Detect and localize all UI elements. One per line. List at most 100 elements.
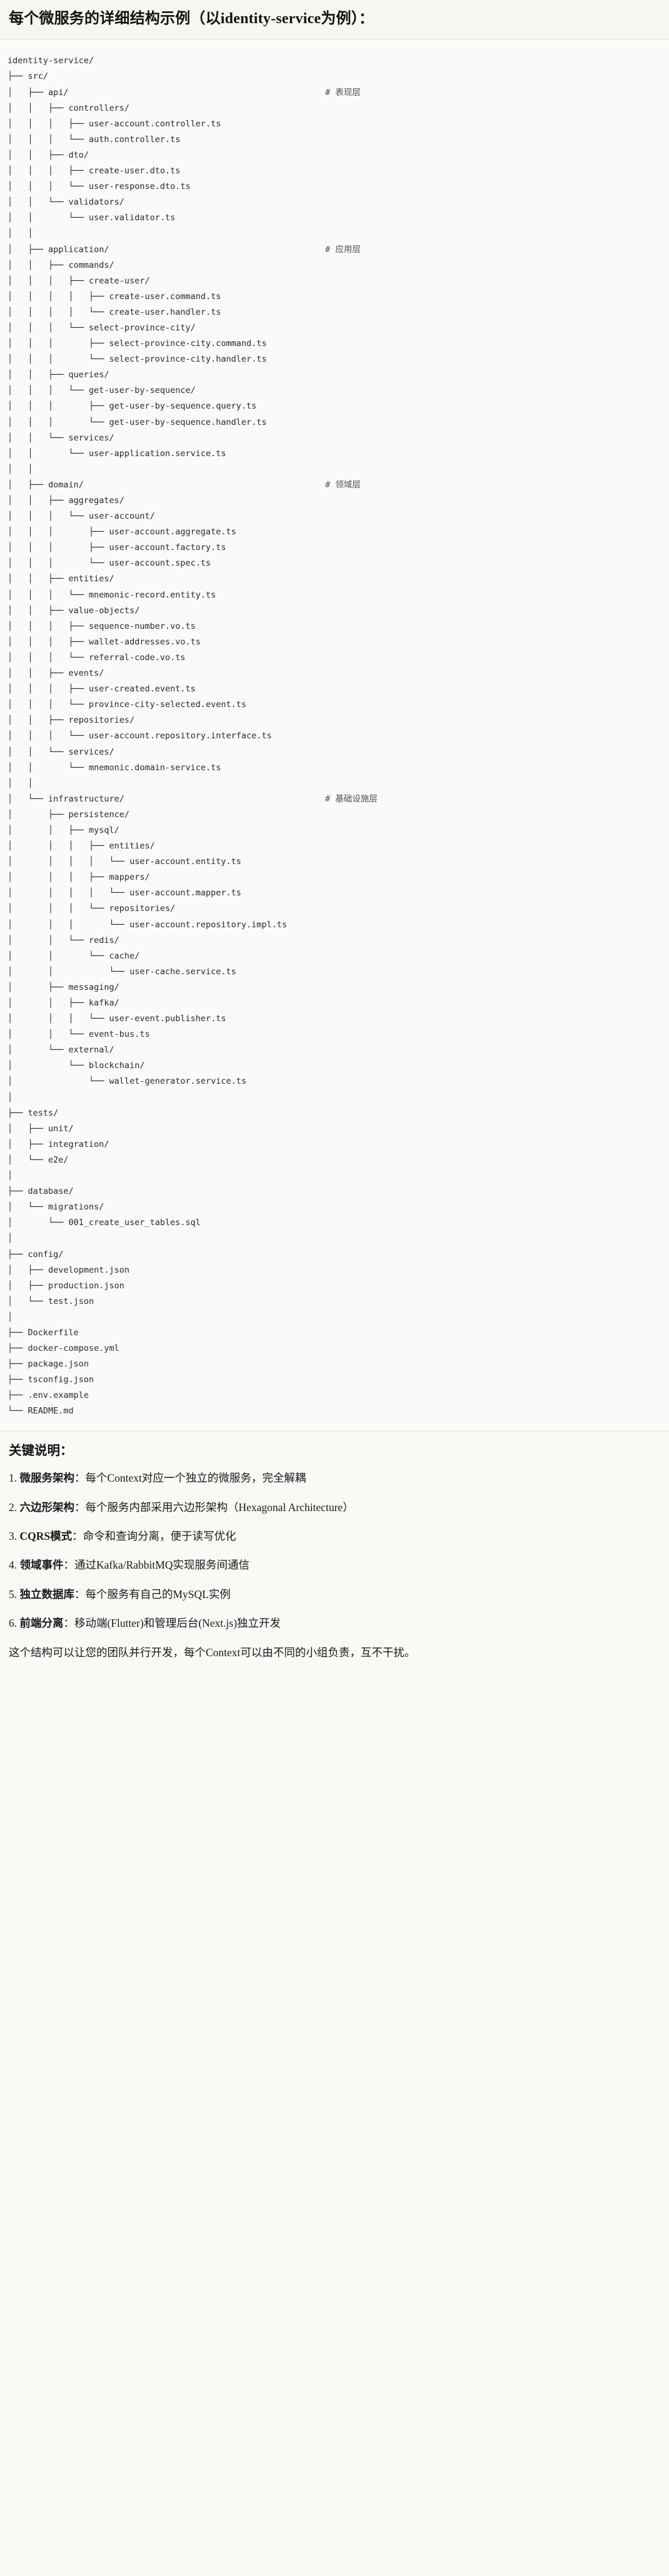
tree-line: │ ├── domain/# 领域层 xyxy=(8,477,661,493)
tree-line-path: │ │ │ └── user-account.spec.ts xyxy=(8,558,211,569)
tree-line-path: │ │ ├── entities/ xyxy=(8,574,114,584)
tree-line: │ │ │ └── repositories/ xyxy=(8,901,661,917)
tree-line-path: │ │ └── services/ xyxy=(8,746,114,757)
tree-line-path: │ │ │ ├── create-user/ xyxy=(8,275,150,286)
tree-line: │ ├── production.json xyxy=(8,1278,661,1294)
tree-line: │ │ └── redis/ xyxy=(8,933,661,949)
tree-line: │ │ └── cache/ xyxy=(8,949,661,964)
tree-line: │ │ ├── value-objects/ xyxy=(8,603,661,619)
tree-line-path: │ ├── persistence/ xyxy=(8,809,130,820)
tree-line-path: │ xyxy=(8,1092,13,1102)
tree-line: │ │ │ └── user-account/ xyxy=(8,509,661,524)
tree-line-path: │ │ │ │ └── user-account.mapper.ts xyxy=(8,888,241,899)
tree-line: │ │ │ └── select-province-city.handler.t… xyxy=(8,352,661,367)
key-note-text: ：通过Kafka/RabbitMQ实现服务间通信 xyxy=(63,1559,249,1572)
key-note-item: 4. 领域事件：通过Kafka/RabbitMQ实现服务间通信 xyxy=(9,1557,660,1573)
tree-line-path: │ ├── api/ xyxy=(8,87,69,98)
tree-line-path: │ │ xyxy=(8,778,33,788)
tree-line-path: │ │ │ │ ├── create-user.command.ts xyxy=(8,291,221,302)
tree-line: │ │ │ ├── entities/ xyxy=(8,838,661,854)
tree-line-comment: # 基础设施层 xyxy=(325,793,378,804)
tree-line: │ │ │ └── province-city-selected.event.t… xyxy=(8,697,661,713)
tree-line-path: │ │ ├── queries/ xyxy=(8,370,109,380)
tree-line: ├── .env.example xyxy=(8,1388,661,1403)
tree-line-path: │ └── blockchain/ xyxy=(8,1061,145,1071)
key-note-text: ：命令和查询分离，便于读写优化 xyxy=(72,1529,236,1542)
key-note-number: 4. xyxy=(9,1559,20,1572)
tree-line: │ │ └── services/ xyxy=(8,745,661,760)
tree-line-path: │ │ ├── kafka/ xyxy=(8,998,119,1009)
tree-line: ├── database/ xyxy=(8,1184,661,1199)
tree-line-path: ├── .env.example xyxy=(8,1390,89,1401)
key-note-item: 1. 微服务架构：每个Context对应一个独立的微服务，完全解耦 xyxy=(9,1470,660,1486)
tree-line: │ │ │ ├── sequence-number.vo.ts xyxy=(8,619,661,634)
tree-line-path: │ │ ├── aggregates/ xyxy=(8,496,124,506)
tree-line: │ │ │ └── user-account.repository.impl.t… xyxy=(8,917,661,933)
tree-line-path: ├── database/ xyxy=(8,1186,74,1197)
tree-line-path: │ │ └── validators/ xyxy=(8,197,124,208)
tree-line: │ └── wallet-generator.service.ts xyxy=(8,1074,661,1089)
tree-line: │ │ │ │ └── user-account.entity.ts xyxy=(8,854,661,870)
tree-line: │ │ │ └── user-response.dto.ts xyxy=(8,179,661,195)
key-note-number: 5. xyxy=(9,1587,20,1601)
tree-line-path: │ └── test.json xyxy=(8,1296,94,1306)
tree-line: │ │ └── validators/ xyxy=(8,195,661,210)
tree-line: │ ├── application/# 应用层 xyxy=(8,242,661,258)
tree-line-path: │ └── migrations/ xyxy=(8,1202,104,1213)
tree-line: │ │ │ │ └── create-user.handler.ts xyxy=(8,305,661,320)
tree-line: ├── docker-compose.yml xyxy=(8,1341,661,1357)
tree-line-path: ├── tsconfig.json xyxy=(8,1375,94,1385)
tree-line-path: ├── tests/ xyxy=(8,1107,59,1118)
tree-line: │ │ │ ├── wallet-addresses.vo.ts xyxy=(8,634,661,650)
tree-line-path: │ │ │ └── referral-code.vo.ts xyxy=(8,652,186,663)
key-note-label: CQRS模式 xyxy=(19,1529,73,1542)
tree-line: │ │ │ ├── mappers/ xyxy=(8,870,661,885)
tree-line-path: │ └── external/ xyxy=(8,1045,114,1056)
tree-line-path: │ │ └── redis/ xyxy=(8,935,119,945)
tree-line-path: │ │ └── user-cache.service.ts xyxy=(8,966,236,977)
tree-line: │ │ └── services/ xyxy=(8,430,661,446)
tree-line: │ │ └── user.validator.ts xyxy=(8,210,661,226)
tree-line-path: ├── package.json xyxy=(8,1359,89,1370)
tree-line-path: │ ├── messaging/ xyxy=(8,982,119,992)
tree-line-path: │ │ │ └── select-province-city.handler.t… xyxy=(8,354,267,365)
tree-line: ├── tests/ xyxy=(8,1106,661,1121)
tree-line-path: │ │ └── user-application.service.ts xyxy=(8,448,226,459)
tree-line-path: │ │ └── event-bus.ts xyxy=(8,1029,150,1040)
tree-line-path: │ │ ├── value-objects/ xyxy=(8,605,140,616)
tree-line-path: │ │ │ ├── entities/ xyxy=(8,841,155,852)
tree-line-path: │ │ │ ├── sequence-number.vo.ts xyxy=(8,621,196,631)
tree-line-path: │ │ │ └── select-province-city/ xyxy=(8,322,196,333)
tree-line: │ │ │ └── get-user-by-sequence/ xyxy=(8,383,661,399)
tree-line: │ ├── api/# 表现层 xyxy=(8,85,661,101)
tree-line: │ │ │ ├── select-province-city.command.t… xyxy=(8,336,661,352)
tree-line: │ │ xyxy=(8,226,661,242)
tree-line-path: identity-service/ xyxy=(8,56,94,66)
tree-line-comment: # 应用层 xyxy=(325,244,361,255)
tree-line: │ └── 001_create_user_tables.sql xyxy=(8,1215,661,1231)
tree-line-path: │ │ │ ├── user-account.factory.ts xyxy=(8,542,226,553)
tree-line-path: │ │ │ └── get-user-by-sequence.handler.t… xyxy=(8,417,267,427)
key-note-label: 独立数据库 xyxy=(19,1587,75,1601)
tree-line: │ xyxy=(8,1090,661,1106)
directory-tree: identity-service/ ├── src/│ ├── api/# 表现层… xyxy=(0,53,669,1419)
tree-line: │ │ └── event-bus.ts xyxy=(8,1027,661,1042)
tree-line-path: │ ├── production.json xyxy=(8,1280,124,1291)
tree-line: │ ├── persistence/ xyxy=(8,807,661,823)
tree-line: ├── src/ xyxy=(8,69,661,84)
tree-line-path: │ │ └── cache/ xyxy=(8,950,140,961)
key-note-text: ：移动端(Flutter)和管理后台(Next.js)独立开发 xyxy=(63,1617,281,1630)
key-note-text: ：每个服务有自己的MySQL实例 xyxy=(74,1587,231,1601)
tree-line: │ └── test.json xyxy=(8,1294,661,1310)
tree-line: │ │ ├── controllers/ xyxy=(8,101,661,116)
tree-line: │ ├── development.json xyxy=(8,1263,661,1278)
key-note-number: 2. xyxy=(9,1500,20,1514)
key-note-item: 5. 独立数据库：每个服务有自己的MySQL实例 xyxy=(9,1587,660,1602)
tree-line-path: │ │ │ ├── wallet-addresses.vo.ts xyxy=(8,636,201,647)
tree-line-path: ├── Dockerfile xyxy=(8,1327,79,1338)
tree-line: ├── config/ xyxy=(8,1247,661,1263)
key-note-label: 微服务架构 xyxy=(19,1472,75,1485)
tree-line: │ xyxy=(8,1231,661,1246)
directory-tree-block: identity-service/ ├── src/│ ├── api/# 表现层… xyxy=(0,39,669,1432)
